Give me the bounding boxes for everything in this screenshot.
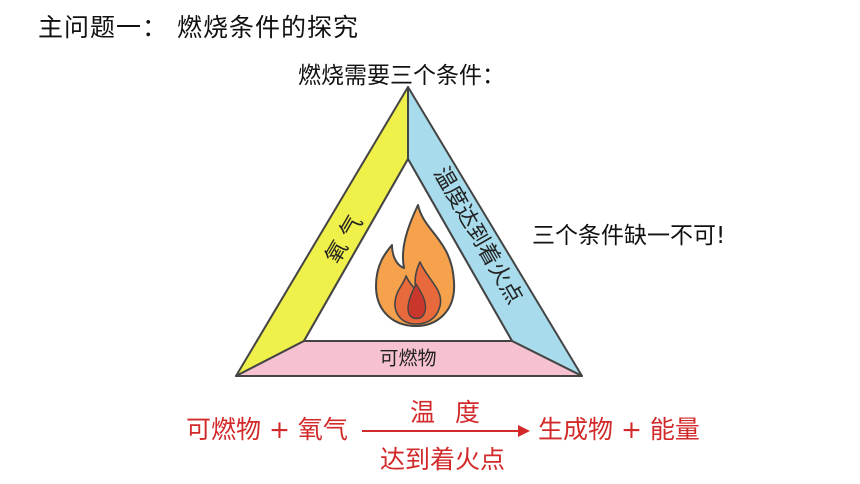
conditions-note: 三个条件缺一不可! [532,223,726,249]
flame-icon [375,204,456,327]
equation-reactants: 可燃物 + 氧气 [186,415,348,444]
slide-heading: 主问题一： 燃烧条件的探究 [38,13,359,42]
equation-products: 生成物 + 能量 [538,415,700,444]
reaction-arrow-icon [362,425,530,437]
fuel-label: 可燃物 [379,348,436,370]
equation-condition-bottom: 达到着火点 [380,445,506,474]
conditions-subheading: 燃烧需要三个条件： [298,63,505,89]
equation-condition-top: 温 度 [410,398,486,427]
